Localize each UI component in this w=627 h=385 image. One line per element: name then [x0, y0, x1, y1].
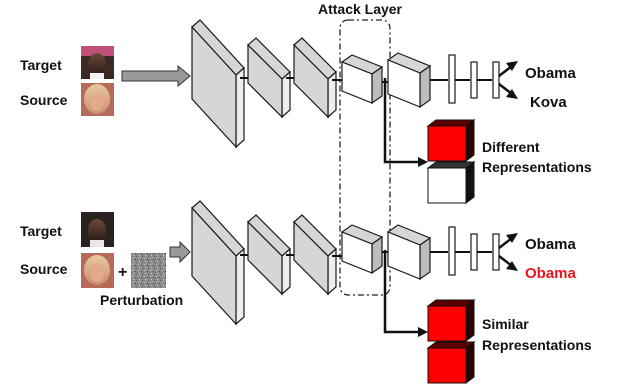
bottom-fc-layer-1 [448, 226, 456, 276]
bottom-panel: Target Source + Perturbation [20, 200, 592, 384]
top-representation-connector [383, 78, 418, 164]
bottom-attack-layer-cube [340, 224, 384, 275]
bottom-representation-red-cube-1 [426, 299, 476, 342]
top-fc-layer-3 [492, 61, 500, 99]
bottom-fc-layer-3 [492, 233, 500, 271]
top-source-face-image [81, 83, 114, 116]
bottom-representation-connector [383, 250, 418, 334]
attack-layer-label: Attack Layer [318, 1, 403, 17]
bottom-fc-layer-2 [470, 233, 478, 271]
bottom-input-arrow [169, 240, 191, 264]
bottom-representation-label-1: Similar [482, 316, 529, 332]
bottom-output-label-1: Obama [525, 236, 577, 253]
bottom-source-label: Source [20, 261, 68, 277]
bottom-conv-layer-5 [386, 224, 432, 281]
bottom-target-label: Target [20, 223, 62, 239]
top-conv-layer-2 [247, 37, 291, 119]
bottom-output-label-2: Obama [525, 265, 577, 282]
bottom-conv-layer-3 [293, 214, 337, 296]
top-panel: Target Source [20, 19, 592, 204]
top-fc-layer-2 [470, 61, 478, 99]
top-fc-layer-1 [448, 54, 456, 104]
bottom-representation-label-2: Representations [482, 337, 592, 353]
top-conv-layer-3 [293, 37, 337, 119]
bottom-target-face-image [81, 212, 114, 247]
bottom-representation-red-cube-2 [426, 341, 476, 384]
top-representation-label-2: Representations [482, 159, 592, 175]
attack-layer-region [339, 19, 391, 296]
top-representation-white-cube [426, 161, 476, 204]
top-representation-red-cube [426, 119, 476, 162]
perturbation-noise-image [131, 253, 166, 288]
top-conv-layer-1 [191, 19, 245, 149]
bottom-conv-layer-2 [247, 214, 291, 296]
bottom-source-face-image [81, 253, 114, 288]
top-output-label-1: Obama [525, 65, 577, 82]
top-attack-layer-cube [340, 54, 384, 105]
bottom-conv-layer-1 [191, 200, 245, 326]
top-input-arrow [121, 64, 191, 88]
perturbation-label: Perturbation [100, 292, 183, 308]
top-representation-label-1: Different [482, 139, 540, 155]
top-conv-layer-5 [386, 52, 432, 109]
top-source-label: Source [20, 92, 68, 108]
plus-sign: + [118, 264, 127, 281]
top-target-face-image [81, 46, 114, 79]
top-output-label-2: Kova [530, 94, 567, 111]
top-target-label: Target [20, 57, 62, 73]
